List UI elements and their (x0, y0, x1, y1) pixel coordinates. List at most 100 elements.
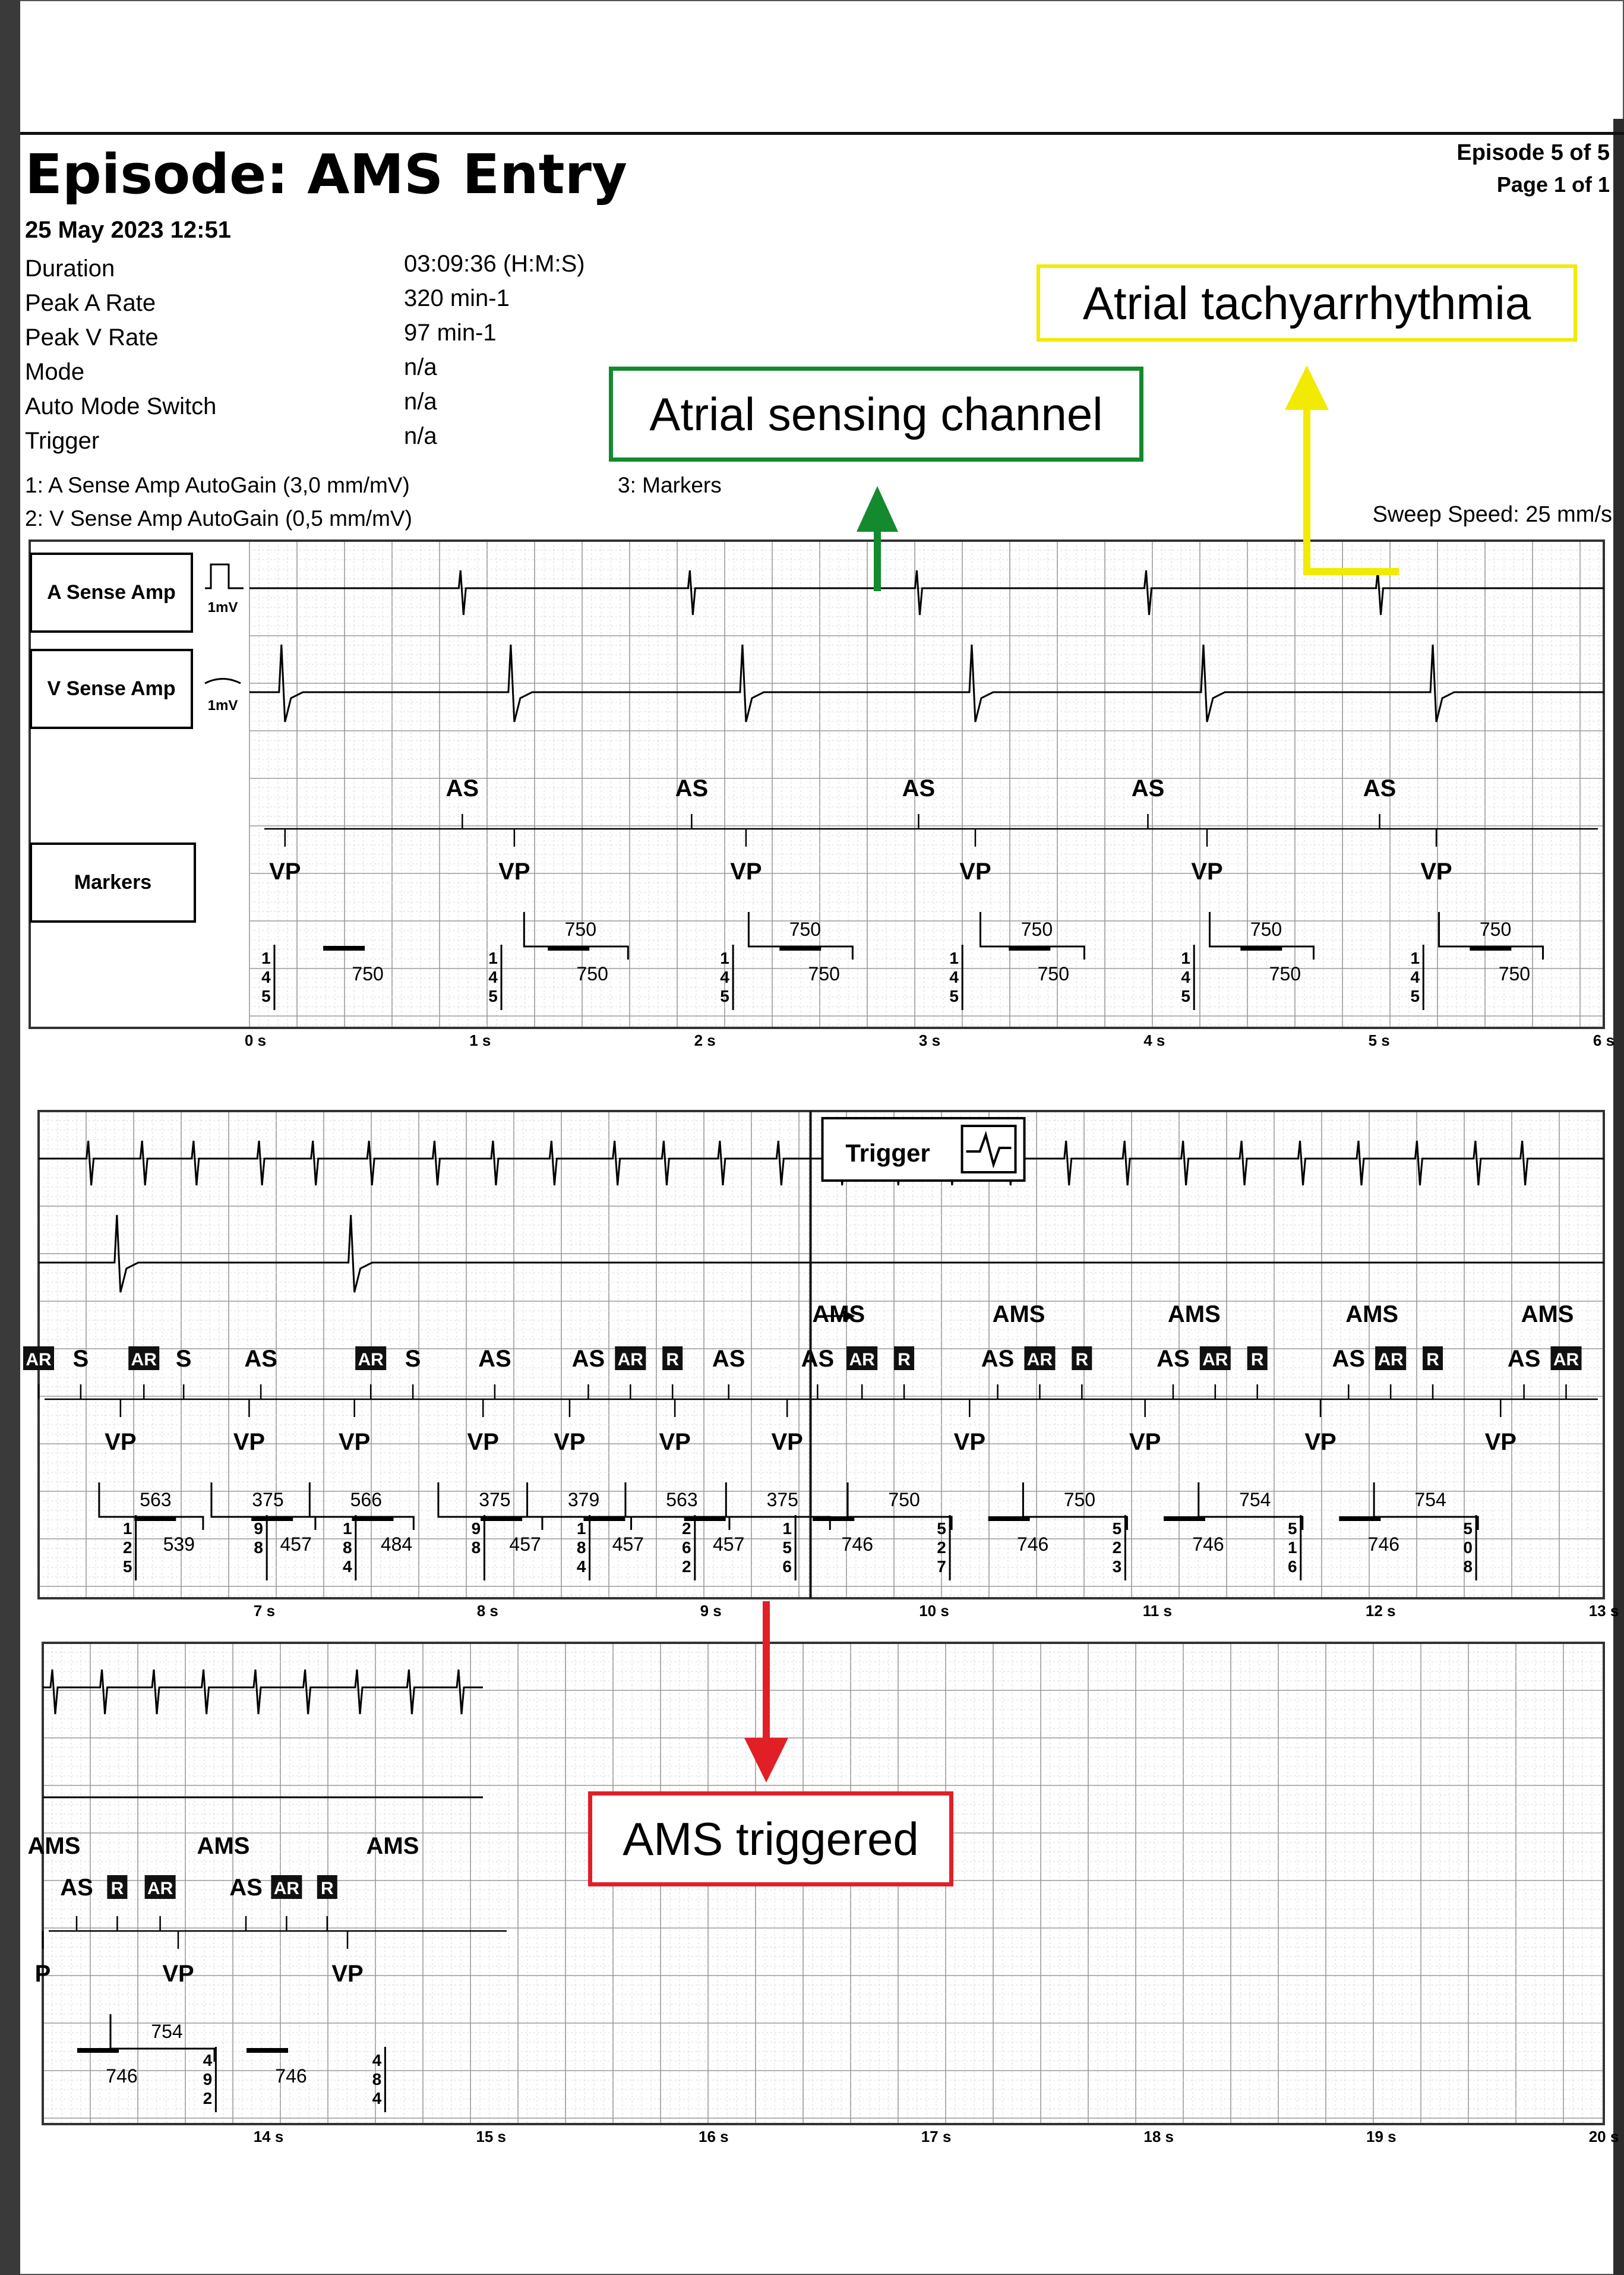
marker-box (1024, 1346, 1056, 1370)
vp-marker: P (35, 1961, 51, 1987)
digit-stack-value: 4 (1181, 968, 1190, 986)
marker-label: AR (26, 1350, 52, 1370)
vp-marker: VP (954, 1429, 985, 1455)
interval-value-upper: 375 (252, 1489, 283, 1510)
episode-counter: Episode 5 of 5 (1456, 140, 1610, 165)
marker-label: AS (801, 1346, 835, 1372)
interval-value-lower: 484 (381, 1534, 412, 1555)
info-value: n/a (404, 389, 437, 415)
calibration-pulse (205, 563, 244, 589)
interval-value-lower: 750 (808, 963, 840, 985)
digit-stack-value: 4 (372, 2051, 382, 2069)
scan-edge-left (0, 0, 20, 2275)
interval-bar (813, 1516, 855, 1521)
digit-stack-value: 2 (682, 1519, 691, 1538)
interval-bar (247, 2048, 288, 2053)
interval-bracket (526, 1482, 633, 1530)
digit-stack-value: 0 (1463, 1538, 1473, 1557)
info-label: Trigger (25, 428, 100, 454)
time-label: 9 s (700, 1602, 722, 1620)
marker-label: AR (358, 1350, 384, 1370)
digit-stack-value: 1 (123, 1519, 132, 1538)
vp-marker: VP (1191, 859, 1222, 885)
digit-stack-value: 9 (472, 1519, 481, 1538)
digit-stack-value: 1 (488, 949, 498, 967)
vp-marker: VP (162, 1961, 194, 1987)
digit-stack-value: 1 (1181, 949, 1190, 967)
marker-box (1375, 1346, 1407, 1370)
interval-value-upper: 563 (140, 1489, 171, 1510)
time-label: 0 s (245, 1031, 266, 1049)
interval-value-lower: 750 (1038, 963, 1069, 985)
marker-label: R (1251, 1350, 1264, 1370)
digit-stack-value: 4 (720, 968, 729, 986)
interval-bar (481, 1516, 523, 1521)
marker-label: AR (618, 1350, 644, 1370)
ams-marker: AMS (1345, 1301, 1398, 1327)
marker-box (1072, 1346, 1092, 1370)
interval-value-lower: 750 (577, 963, 608, 985)
vp-marker: VP (1420, 859, 1452, 885)
digit-stack-value: 8 (1463, 1557, 1473, 1576)
digit-stack-value: 1 (949, 949, 959, 967)
vp-marker: VP (331, 1961, 363, 1987)
marker-box (23, 1346, 54, 1370)
marker-label: AS (1332, 1346, 1365, 1372)
yellow-arrow (1303, 410, 1399, 575)
interval-value-upper: 750 (1021, 919, 1053, 940)
marker-label: R (898, 1350, 911, 1370)
marker-box (1199, 1346, 1231, 1370)
digit-stack-value: 4 (203, 2051, 213, 2069)
digit-stack-value: 4 (372, 2089, 382, 2107)
digit-stack-value: 8 (472, 1538, 481, 1557)
digit-stack-value: 5 (1181, 987, 1190, 1005)
marker-label: AR (1377, 1350, 1404, 1370)
interval-value-lower: 750 (1499, 963, 1530, 985)
interval-value-upper: 379 (568, 1489, 599, 1510)
page-counter: Page 1 of 1 (1496, 172, 1610, 197)
calibration-label: 1mV (208, 599, 238, 616)
marker-label: AR (147, 1879, 173, 1898)
marker-label: S (73, 1346, 89, 1372)
header-rule (20, 132, 1624, 135)
interval-value-upper: 750 (888, 1489, 920, 1510)
marker-label: AS (1363, 775, 1396, 802)
marker-box (846, 1346, 878, 1370)
yellow-arrow-head (1285, 365, 1329, 410)
marker-label: AR (131, 1350, 157, 1370)
marker-box (894, 1346, 915, 1370)
digit-stack-value: 5 (488, 987, 498, 1005)
ams-marker: AMS (993, 1301, 1045, 1327)
interval-value-upper: 750 (1480, 919, 1511, 940)
channel-legend-item: 3: Markers (618, 473, 722, 497)
digit-stack-value: 2 (937, 1538, 946, 1557)
interval-value-lower: 746 (106, 2065, 137, 2087)
interval-value-lower: 746 (842, 1534, 873, 1555)
ams-marker: AMS (1168, 1301, 1221, 1327)
interval-bracket (725, 1482, 831, 1530)
interval-value-lower: 746 (1017, 1534, 1048, 1555)
digit-stack-value: 8 (254, 1538, 263, 1557)
vp-marker: VP (771, 1429, 802, 1455)
ams-marker: AMS (197, 1833, 250, 1859)
marker-label: S (405, 1346, 421, 1372)
digit-stack-value: 5 (1463, 1519, 1473, 1538)
channel-legend-item: 1: A Sense Amp AutoGain (3,0 mm/mV) (25, 473, 410, 497)
interval-bar (77, 2048, 119, 2053)
vp-marker: VP (269, 859, 301, 885)
digit-stack-value: 5 (720, 987, 729, 1005)
channel-legend-item: 2: V Sense Amp AutoGain (0,5 mm/mV) (25, 506, 412, 531)
interval-bar (1164, 1516, 1205, 1521)
interval-value-upper: 563 (666, 1489, 697, 1510)
digit-stack-value: 5 (782, 1538, 792, 1557)
digit-stack-value: 8 (577, 1538, 586, 1557)
callout-ams-triggered: AMS triggered (588, 1791, 953, 1886)
atrial-trace (249, 570, 1604, 616)
vp-marker: VP (467, 1429, 499, 1455)
callout-atrial-sensing-channel: Atrial sensing channel (609, 367, 1143, 462)
marker-label: R (321, 1879, 334, 1898)
interval-bracket (1022, 1482, 1128, 1530)
interval-bar (251, 1516, 293, 1521)
time-label: 11 s (1143, 1602, 1172, 1620)
ams-marker: AMS (28, 1833, 81, 1859)
